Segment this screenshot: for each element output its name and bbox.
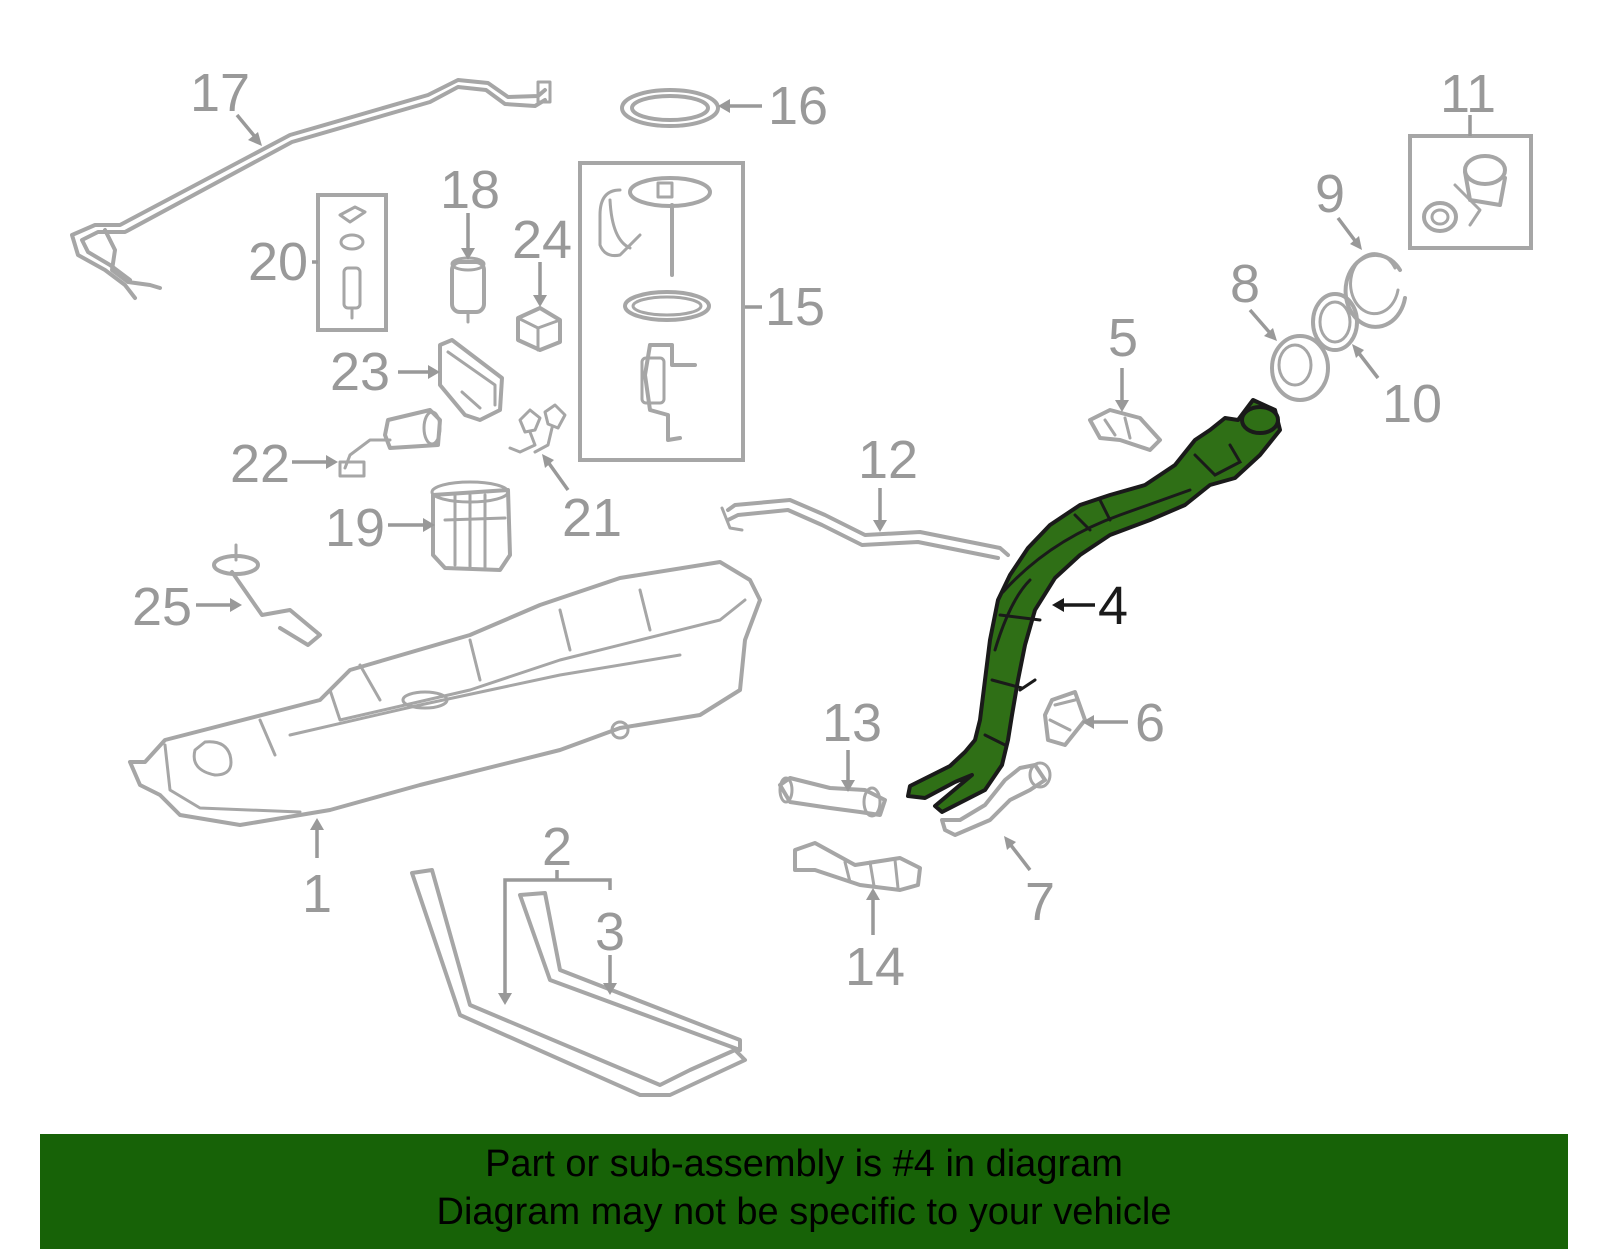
callout-19: 19	[325, 498, 385, 558]
callout-8: 8	[1230, 254, 1260, 314]
callout-14: 14	[845, 937, 905, 997]
part-11-fuel-cap	[1408, 134, 1533, 250]
footer-banner: Part or sub-assembly is #4 in diagram Di…	[40, 1134, 1568, 1249]
part-3-strap	[518, 891, 742, 1052]
footer-line-2: Diagram may not be specific to your vehi…	[436, 1191, 1172, 1233]
callout-1: 1	[302, 864, 332, 924]
callout-20: 20	[248, 232, 308, 292]
callout-4: 4	[1098, 576, 1128, 636]
callout-3: 3	[595, 902, 625, 962]
callout-22: 22	[230, 434, 290, 494]
part-9-snap-ring	[1343, 252, 1407, 329]
part-21-harness	[508, 403, 567, 454]
callout-10: 10	[1382, 374, 1442, 434]
part-25-sender-arm	[212, 543, 322, 647]
callout-21: 21	[562, 488, 622, 548]
callout-18: 18	[440, 160, 500, 220]
part-4-filler-pipe	[906, 398, 1282, 814]
part-10-o-ring	[1311, 292, 1359, 352]
part-15-pump-module	[578, 161, 745, 462]
part-7-hose	[940, 761, 1052, 837]
part-13-hose	[778, 776, 887, 818]
callout-7: 7	[1025, 872, 1055, 932]
part-16-gasket	[620, 88, 720, 128]
part-18-filter	[450, 256, 486, 324]
part-1-fuel-tank	[128, 560, 762, 827]
callout-13: 13	[822, 693, 882, 753]
callout-24: 24	[512, 210, 572, 270]
part-23-plate	[438, 338, 504, 422]
part-24-connector	[516, 306, 562, 352]
callout-11: 11	[1440, 64, 1496, 124]
callout-labels: 17 16 11 18 9 24 20 8 15 5 23 10 12 22 2…	[132, 63, 1496, 997]
callout-25: 25	[132, 577, 192, 637]
part-2-strap	[410, 868, 747, 1097]
part-5-clip	[1088, 408, 1162, 452]
part-6-bracket	[1043, 690, 1087, 747]
part-17-fuel-line	[70, 78, 552, 300]
callout-12: 12	[858, 430, 918, 490]
part-19-strainer	[430, 480, 512, 572]
callout-15: 15	[765, 277, 825, 337]
part-14-hose	[793, 841, 922, 892]
callout-9: 9	[1315, 164, 1345, 224]
callout-16: 16	[768, 76, 828, 136]
callout-23: 23	[330, 342, 390, 402]
leader-lines	[196, 99, 1472, 1005]
callout-5: 5	[1108, 308, 1138, 368]
callout-2: 2	[542, 817, 572, 877]
part-22-sender	[338, 408, 442, 478]
part-8-grommet	[1270, 334, 1330, 402]
callout-6: 6	[1135, 693, 1165, 753]
part-20-kit	[316, 193, 388, 332]
part-12-vent-line	[720, 498, 1010, 560]
footer-line-1: Part or sub-assembly is #4 in diagram	[485, 1143, 1123, 1185]
callout-17: 17	[190, 63, 250, 123]
